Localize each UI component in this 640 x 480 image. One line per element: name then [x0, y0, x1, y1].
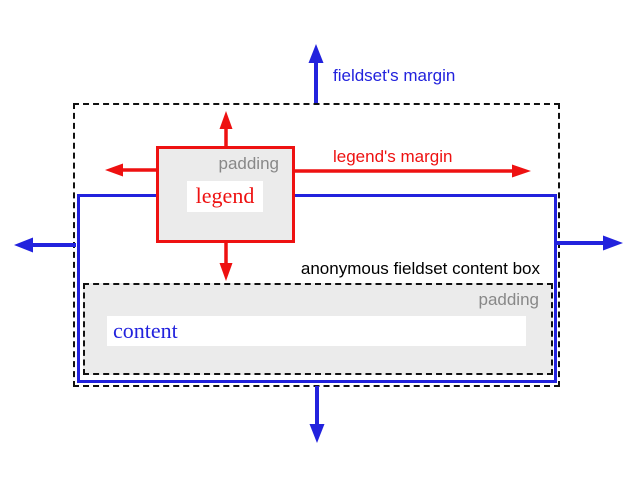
fieldset-margin-arrow-right-icon [556, 235, 623, 251]
fieldset-margin-arrow-up-icon [308, 44, 324, 103]
legend-label: legend [195, 183, 255, 208]
fieldset-padding-label: padding [478, 290, 539, 309]
anonymous-fieldset-content-box-label: anonymous fieldset content box [300, 259, 540, 278]
fieldset-margin-arrow-left-icon [14, 237, 76, 253]
content-label: content [113, 318, 178, 343]
legend-margin-label: legend's margin [333, 147, 453, 166]
fieldset-margin-arrow-down-icon [309, 386, 325, 443]
anonymous-fieldset-content-box: padding content [83, 283, 553, 375]
fieldset-margin-label: fieldset's margin [333, 66, 456, 85]
legend-padding-label: padding [218, 154, 279, 173]
legend-text-background: legend [187, 181, 263, 212]
legend-box: padding legend [156, 146, 295, 243]
content-bar: content [107, 316, 526, 346]
fieldset-border-box [77, 194, 557, 383]
